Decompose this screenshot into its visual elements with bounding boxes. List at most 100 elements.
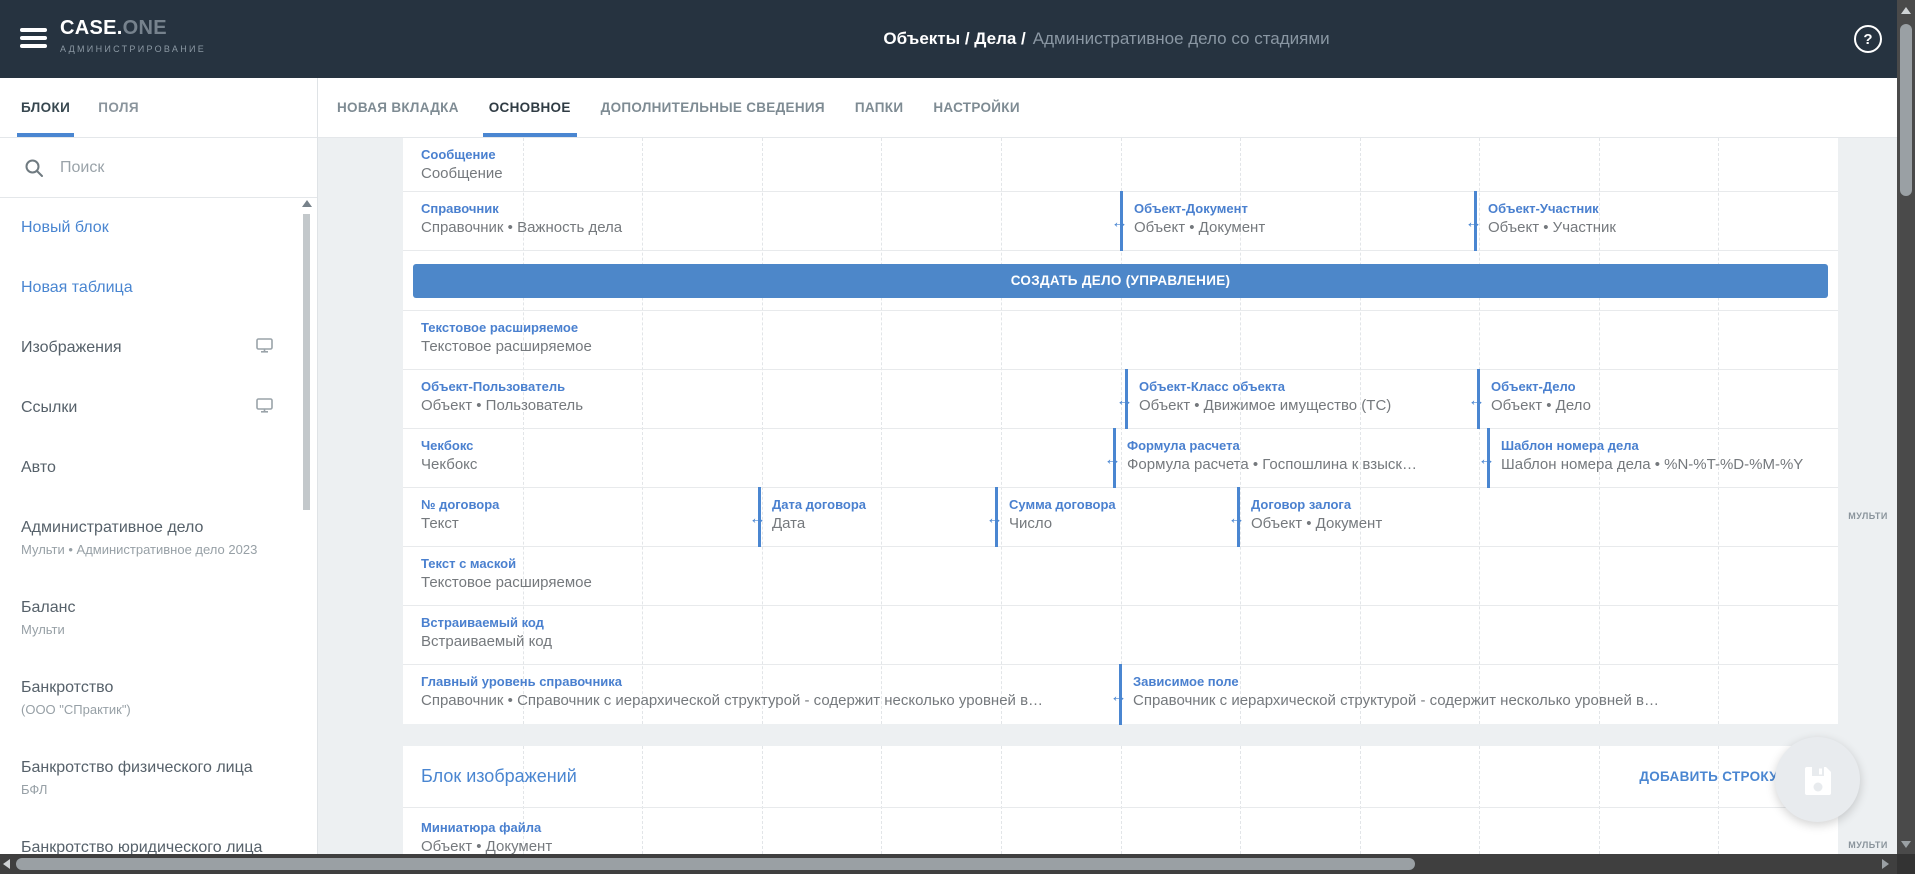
field-title: Справочник <box>421 201 499 216</box>
scrollbar-up-arrow[interactable] <box>1901 7 1911 14</box>
sidebar-item-title: Новая таблица <box>21 279 133 296</box>
field-title: Дата договора <box>772 497 867 512</box>
sidebar-item[interactable]: Новый блок <box>0 198 317 258</box>
sidebar-item-subtitle: (ООО "СПрактик") <box>21 702 131 717</box>
field-resize-handle[interactable]: ↔ <box>1468 369 1485 429</box>
sidebar-item-subtitle: Мульти • Административное дело 2023 <box>21 542 258 557</box>
sidebar-tab-2[interactable]: ПОЛЯ <box>98 100 139 115</box>
main-tab-3[interactable]: ДОПОЛНИТЕЛЬНЫЕ СВЕДЕНИЯ <box>600 100 825 115</box>
help-icon[interactable]: ? <box>1854 25 1882 53</box>
sidebar-scrollbar-up-arrow[interactable] <box>302 200 312 207</box>
grid-column-line <box>881 138 883 724</box>
field-subtitle: Чекбокс <box>421 456 478 473</box>
monitor-icon <box>256 398 273 418</box>
sidebar-item[interactable]: Авто <box>0 438 317 498</box>
field-title: Объект-Пользователь <box>421 379 566 394</box>
grid-column-line <box>1359 746 1361 874</box>
sidebar-item[interactable]: Изображения <box>0 318 317 378</box>
resize-arrow-icon: ↔ <box>1110 686 1127 706</box>
field-resize-handle[interactable]: ↔ <box>1465 191 1482 251</box>
grid-column-line <box>881 746 883 874</box>
save-button[interactable] <box>1775 737 1860 822</box>
grid-column-line <box>761 746 763 874</box>
field-resize-handle[interactable]: ↔ <box>1110 664 1127 725</box>
field-title: № договора <box>421 497 500 512</box>
grid-column-line <box>1240 746 1242 874</box>
field-resize-handle[interactable]: ↔ <box>1104 428 1121 488</box>
sidebar-tab-1[interactable]: БЛОКИ <box>16 78 75 137</box>
search-icon <box>25 159 43 177</box>
sidebar-scrollbar-thumb[interactable] <box>303 214 310 510</box>
grid-column-line <box>1000 138 1002 724</box>
hamburger-menu-icon[interactable] <box>20 28 47 52</box>
horizontal-scrollbar[interactable] <box>0 854 1897 874</box>
resize-arrow-icon: ↔ <box>1111 212 1128 232</box>
vertical-scrollbar-thumb[interactable] <box>1900 24 1912 196</box>
resize-arrow-icon: ↔ <box>1228 508 1245 528</box>
field-resize-handle[interactable]: ↔ <box>1228 487 1245 547</box>
breadcrumb-path: Объекты / Дела / <box>883 29 1026 48</box>
sidebar-item[interactable]: Новая таблица <box>0 258 317 318</box>
multi-row-label: МУЛЬТИ <box>1848 511 1888 521</box>
field-resize-handle[interactable]: ↔ <box>986 487 1003 547</box>
breadcrumb-current: Административное дело со стадиями <box>1032 29 1330 48</box>
main-tab-1[interactable]: НОВАЯ ВКЛАДКА <box>337 100 459 115</box>
field-resize-handle[interactable]: ↔ <box>1111 191 1128 251</box>
app-logo: CASE.ONE АДМИНИСТРИРОВАНИЕ <box>60 17 206 54</box>
scrollbar-down-arrow[interactable] <box>1901 841 1911 848</box>
search-input[interactable] <box>60 158 250 177</box>
main-tab-5[interactable]: НАСТРОЙКИ <box>933 100 1020 115</box>
main-tab-2[interactable]: ОСНОВНОЕ <box>482 78 577 137</box>
vertical-scrollbar[interactable] <box>1897 0 1915 854</box>
field-resize-handle[interactable]: ↔ <box>1116 369 1133 429</box>
create-case-button[interactable]: СОЗДАТЬ ДЕЛО (УПРАВЛЕНИЕ) <box>413 263 1828 298</box>
grid-column-line <box>1598 138 1600 724</box>
field-title: Формула расчета <box>1127 438 1240 453</box>
field-title: Встраиваемый код <box>421 615 544 630</box>
scrollbar-right-arrow[interactable] <box>1882 859 1889 869</box>
field-subtitle: Число <box>1009 515 1053 532</box>
field-subtitle: Справочник • Справочник с иерархической … <box>421 692 1044 709</box>
field-resize-handle[interactable]: ↔ <box>1478 428 1495 488</box>
horizontal-scrollbar-thumb[interactable] <box>16 858 1415 870</box>
scrollbar-left-arrow[interactable] <box>3 859 10 869</box>
resize-arrow-icon: ↔ <box>1478 449 1495 469</box>
sidebar-item-title: Новый блок <box>21 219 109 236</box>
field-subtitle: Справочник • Важность дела <box>421 219 623 236</box>
sidebar-item[interactable]: Ссылки <box>0 378 317 438</box>
sidebar-search <box>0 138 317 198</box>
sidebar-item[interactable]: Банкротство юридического лица <box>0 818 317 854</box>
grid-column-line <box>1359 138 1361 724</box>
main-tab-4[interactable]: ПАПКИ <box>854 100 904 115</box>
resize-arrow-icon: ↔ <box>1465 212 1482 232</box>
sidebar-item[interactable]: Банкротство(ООО "СПрактик") <box>0 658 317 738</box>
field-resize-handle[interactable]: ↔ <box>749 487 766 547</box>
add-row-button[interactable]: ДОБАВИТЬ СТРОКУ <box>1639 769 1778 784</box>
